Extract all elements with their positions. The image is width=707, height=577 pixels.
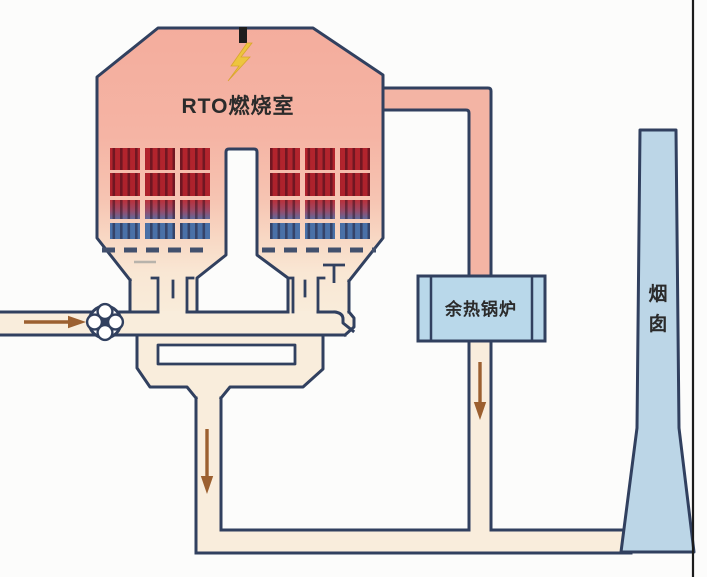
chimney-label-top: 烟 [648, 282, 667, 305]
ceramic-block-stripes [340, 148, 370, 170]
ceramic-block-stripes [180, 173, 210, 196]
ceramic-block-stripes [340, 223, 370, 239]
ceramic-block-stripes [110, 173, 140, 196]
chimney-label-bottom: 囱 [648, 312, 667, 335]
ceramic-block-stripes [145, 200, 175, 219]
flow-arrow-down-boiler [473, 362, 487, 420]
hot-gas-pipe [383, 88, 491, 276]
thermowell-t-mark [323, 263, 345, 283]
pipe-outlines [0, 26, 633, 555]
ceramic-block-stripes [180, 200, 210, 219]
waste-heat-boiler: 余热锅炉 [416, 274, 547, 343]
ceramic-block-stripes [145, 223, 175, 239]
ceramic-block-stripes [180, 223, 210, 239]
ceramic-block-stripes [340, 200, 370, 219]
manifold-loop-hole [158, 345, 295, 364]
ceramic-block-stripes [305, 173, 335, 196]
ceramic-block-stripes [110, 200, 140, 219]
ceramic-block-stripes [305, 148, 335, 170]
ceramic-block-stripes [270, 173, 300, 196]
ceramic-block-stripes [340, 173, 370, 196]
duct-network [0, 311, 629, 553]
fan-icon [85, 302, 125, 342]
ceramic-block-stripes [270, 223, 300, 239]
flow-arrows [24, 315, 487, 494]
ceramic-block-stripes [270, 148, 300, 170]
flow-arrow-down-left [200, 429, 214, 494]
ceramic-block-stripes [180, 148, 210, 170]
ceramic-block-stripes [270, 200, 300, 219]
chimney: 烟 囱 [619, 128, 696, 554]
boiler-label: 余热锅炉 [444, 299, 517, 319]
ceramic-block-stripes [110, 148, 140, 170]
ceramic-media-beds [110, 148, 370, 239]
valve-stubs [150, 276, 326, 314]
ceramic-block-stripes [145, 148, 175, 170]
ceramic-block-stripes [305, 200, 335, 219]
center-exhaust-slot [197, 149, 288, 312]
flame-icon [227, 42, 253, 82]
ceramic-block-stripes [145, 173, 175, 196]
flow-arrow-right [24, 315, 86, 329]
ceramic-block-stripes [110, 223, 140, 239]
chamber-label: RTO燃烧室 [182, 94, 295, 118]
ceramic-block-stripes [305, 223, 335, 239]
burner-nozzle [239, 27, 247, 43]
